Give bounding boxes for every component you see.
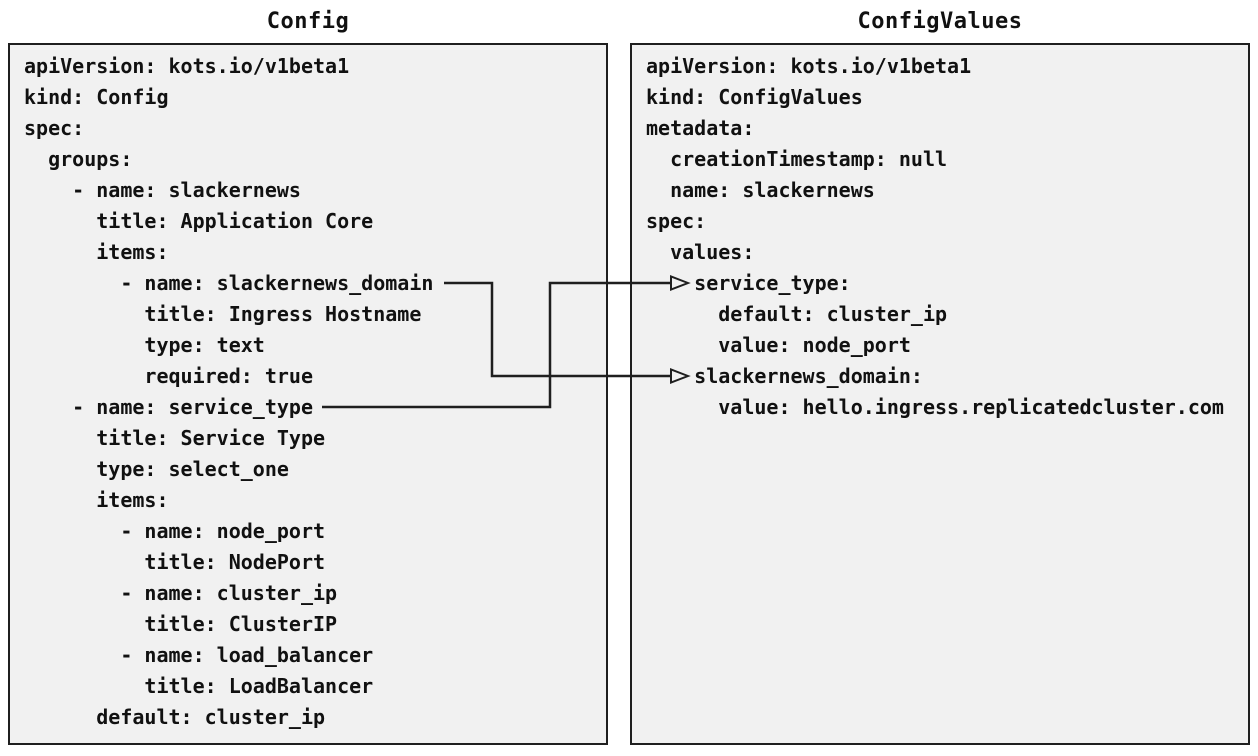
configvalues-yaml-code: apiVersion: kots.io/v1beta1 kind: ConfigV… <box>632 45 1248 423</box>
config-panel-title: Config <box>266 9 350 34</box>
code-line: value: node_port <box>646 333 911 357</box>
code-line: spec: <box>24 116 85 140</box>
code-line: default: cluster_ip <box>24 705 326 729</box>
code-line: groups: <box>24 147 133 171</box>
code-line: title: ClusterIP <box>24 612 338 636</box>
code-line: - name: node_port <box>24 519 326 543</box>
code-line: value: hello.ingress.replicatedcluster.c… <box>646 395 1224 419</box>
configvalues-panel: apiVersion: kots.io/v1beta1 kind: ConfigV… <box>630 43 1250 745</box>
code-line: name: slackernews <box>646 178 875 202</box>
code-line: items: <box>24 240 169 264</box>
code-line: spec: <box>646 209 707 233</box>
code-line: required: true <box>24 364 313 388</box>
code-line: - name: load_balancer <box>24 643 374 667</box>
config-panel: apiVersion: kots.io/v1beta1 kind: Config s… <box>8 43 608 745</box>
code-line: title: NodePort <box>24 550 326 574</box>
code-line: values: <box>646 240 755 264</box>
code-line: apiVersion: kots.io/v1beta1 <box>24 54 350 78</box>
code-line: - name: slackernews <box>24 178 301 202</box>
code-line: metadata: <box>646 116 755 140</box>
code-line: title: LoadBalancer <box>24 674 374 698</box>
code-line: type: text <box>24 333 265 357</box>
code-line: kind: Config <box>24 85 169 109</box>
code-line: - name: slackernews_domain <box>24 271 434 295</box>
code-line: title: Ingress Hostname <box>24 302 422 326</box>
code-line: title: Service Type <box>24 426 326 450</box>
config-yaml-code: apiVersion: kots.io/v1beta1 kind: Config s… <box>10 45 606 733</box>
code-line: service_type: <box>646 271 851 295</box>
code-line: items: <box>24 488 169 512</box>
code-line: type: select_one <box>24 457 289 481</box>
code-line: apiVersion: kots.io/v1beta1 <box>646 54 972 78</box>
configvalues-panel-title: ConfigValues <box>857 9 1023 34</box>
code-line: default: cluster_ip <box>646 302 948 326</box>
code-line: kind: ConfigValues <box>646 85 863 109</box>
code-line: - name: cluster_ip <box>24 581 338 605</box>
code-line: - name: service_type <box>24 395 313 419</box>
code-line: creationTimestamp: null <box>646 147 948 171</box>
code-line: title: Application Core <box>24 209 374 233</box>
code-line: slackernews_domain: <box>646 364 923 388</box>
